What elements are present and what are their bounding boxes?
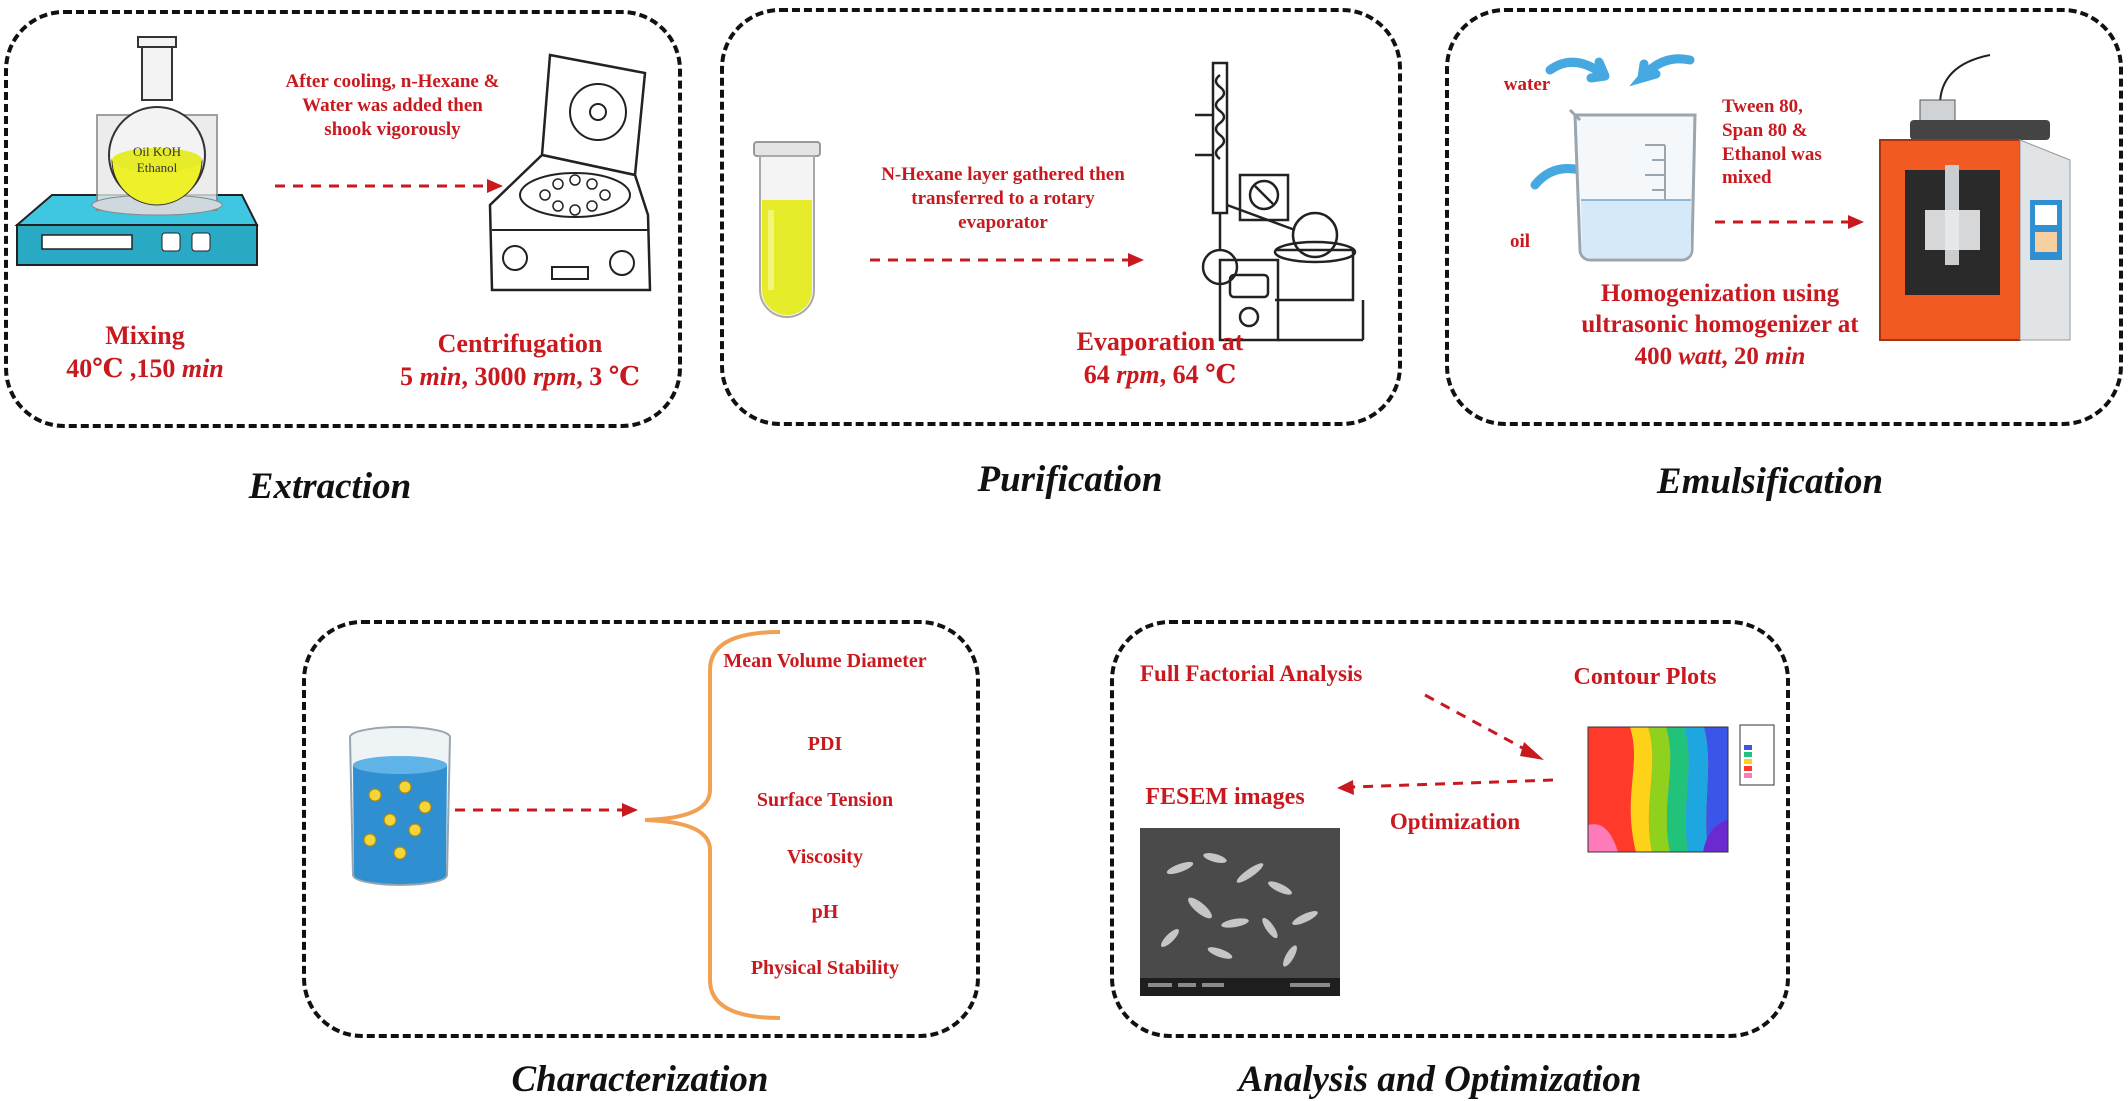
extraction-arrow [275,179,503,193]
emulsifier-note: Tween 80, Span 80 & Ethanol was mixed [1722,96,1822,189]
stage-label-emulsification: Emulsification [1656,461,1884,502]
beaker-illustration [1530,54,1697,262]
extraction-panel [4,10,682,428]
mixing-caption: Mixing 40℃ ,150 min [30,320,260,385]
characterization-item-ph: pH [811,901,839,923]
characterization-arrow [455,803,638,817]
characterization-item-viscosity: Viscosity [787,846,863,868]
fesem-image-thumbnail [1140,828,1340,996]
evaporation-conditions: 64 rpm, 64 ℃ [1083,359,1237,389]
oil-label: oil [1509,231,1531,252]
ultrasonic-homogenizer-illustration [1879,54,2071,341]
homogenization-conditions: 400 watt, 20 min [1634,342,1806,370]
centrifugation-title: Centrifugation [437,329,603,358]
emulsification-panel [1445,8,2123,426]
purification-panel [720,8,1402,426]
stage-label-extraction: Extraction [248,466,412,507]
hotplate-flask-illustration [14,36,259,266]
evaporation-title: Evaporation at [1076,327,1244,356]
contour-plots-label: Contour Plots [1573,664,1717,690]
characterization-item-physical-stability: Physical Stability [750,957,900,979]
extraction-arrow-note: After cooling, n-Hexane & Water was adde… [285,71,500,140]
bracket [644,630,781,1020]
characterization-panel [302,620,980,1038]
nanoemulsion-beaker-illustration [349,726,451,886]
centrifugation-conditions: 5 min, 3000 rpm, 3 ℃ [400,361,640,391]
homogenization-caption: Homogenization using ultrasonic homogeni… [1581,280,1859,370]
rotary-evaporator-illustration [1195,61,1365,342]
centrifuge-illustration [488,53,652,292]
analysis-panel [1110,620,1790,1038]
characterization-item-pdi: PDI [807,733,843,755]
characterization-item-mean-volume-diameter: Mean Volume Diameter [723,650,927,672]
contour-plot-thumbnail [1570,715,1780,875]
contour-to-fesem-arrow [1337,778,1554,795]
stage-label-purification: Purification [977,459,1163,500]
stage-label-analysis: Analysis and Optimization [1238,1059,1642,1100]
stage-label-characterization: Characterization [511,1059,769,1100]
factorial-to-contour-arrow [1424,693,1544,760]
emulsification-arrow [1715,215,1864,229]
purification-arrow [870,253,1144,267]
full-factorial-label: Full Factorial Analysis [1140,661,1363,686]
mixing-conditions: 40℃ ,150 min [66,353,224,383]
centrifugation-caption: Centrifugation 5 min, 3000 rpm, 3 ℃ [360,328,680,393]
mixing-title: Mixing [105,321,185,350]
optimization-label: Optimization [1389,809,1521,834]
test-tube-illustration [753,141,821,318]
fesem-images-label: FESEM images [1145,784,1305,810]
water-label: water [1503,74,1551,95]
evaporation-caption: Evaporation at 64 rpm, 64 ℃ [1040,326,1280,391]
purification-arrow-note: N-Hexane layer gathered then transferred… [881,164,1125,233]
characterization-item-surface-tension: Surface Tension [756,789,894,811]
